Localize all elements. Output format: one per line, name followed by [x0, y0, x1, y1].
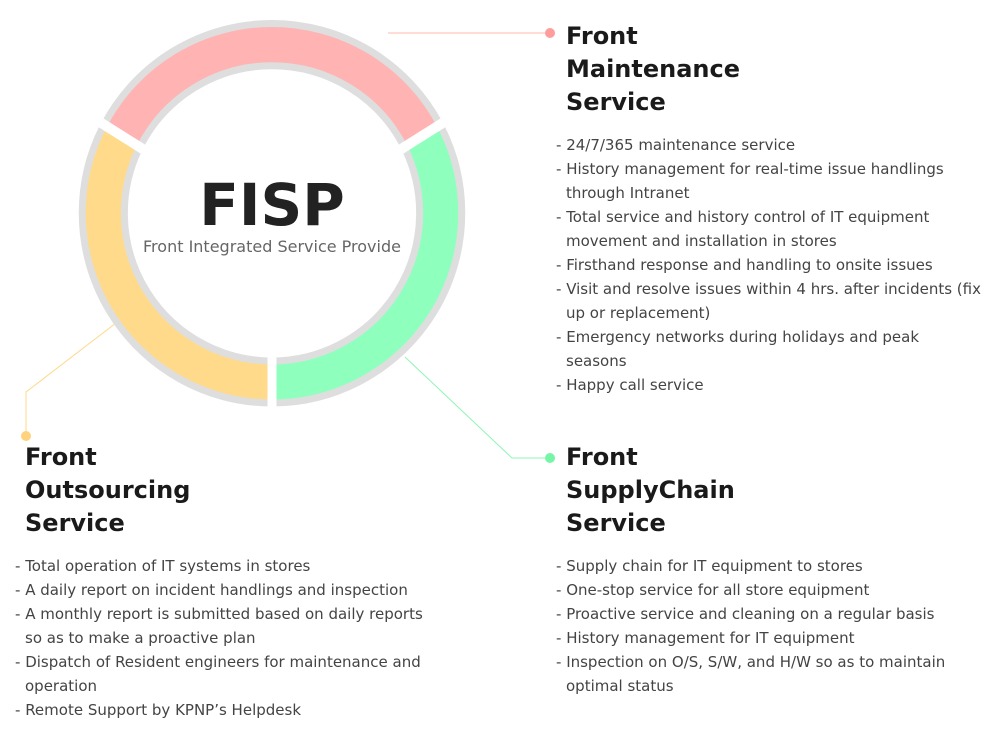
list-item: Total operation of IT systems in stores	[15, 554, 425, 578]
maintenance-title: Front Maintenance Service	[566, 20, 981, 119]
maintenance-title-line: Maintenance	[566, 55, 741, 83]
ring-segment-supplychain	[268, 121, 466, 407]
list-item: Supply chain for IT equipment to stores	[556, 554, 981, 578]
maintenance-section: Front Maintenance Service 24/7/365 maint…	[566, 20, 981, 397]
maintenance-title-line: Front	[566, 22, 638, 50]
list-item: Emergency networks during holidays and p…	[556, 325, 981, 373]
supplychain-title-line: SupplyChain	[566, 476, 735, 504]
list-item: Total service and history control of IT …	[556, 205, 981, 253]
outsourcing-connector-dot	[21, 431, 31, 441]
maintenance-list: 24/7/365 maintenance service History man…	[556, 133, 981, 397]
list-item: Happy call service	[556, 373, 981, 397]
supplychain-section: Front SupplyChain Service Supply chain f…	[566, 441, 981, 698]
ring-segment-maintenance	[100, 19, 444, 152]
list-item: A monthly report is submitted based on d…	[15, 602, 425, 650]
list-item: Inspection on O/S, S/W, and H/W so as to…	[556, 650, 981, 698]
center-title: FISP	[199, 171, 344, 239]
outsourcing-title-line: Front	[25, 443, 97, 471]
list-item: 24/7/365 maintenance service	[556, 133, 981, 157]
list-item: Proactive service and cleaning on a regu…	[556, 602, 981, 626]
outsourcing-title-line: Service	[25, 509, 125, 537]
list-item: A daily report on incident handlings and…	[15, 578, 425, 602]
list-item: Remote Support by KPNP’s Helpdesk	[15, 698, 425, 722]
list-item: History management for IT equipment	[556, 626, 981, 650]
supplychain-list: Supply chain for IT equipment to stores …	[556, 554, 981, 698]
center-subtitle: Front Integrated Service Provide	[143, 237, 401, 256]
supplychain-title-line: Service	[566, 509, 666, 537]
list-item: Visit and resolve issues within 4 hrs. a…	[556, 277, 981, 325]
supplychain-connector-dot	[545, 453, 555, 463]
outsourcing-list: Total operation of IT systems in stores …	[15, 554, 425, 722]
list-item: Firsthand response and handling to onsit…	[556, 253, 981, 277]
list-item: Dispatch of Resident engineers for maint…	[15, 650, 425, 698]
ring-gap-left	[92, 114, 152, 158]
outsourcing-title-line: Outsourcing	[25, 476, 191, 504]
maintenance-title-line: Service	[566, 88, 666, 116]
ring-segment-outsourcing	[78, 121, 276, 407]
maintenance-connector-dot	[545, 28, 555, 38]
supplychain-title-line: Front	[566, 443, 638, 471]
outsourcing-connector-line	[25, 322, 117, 436]
outsourcing-title: Front Outsourcing Service	[25, 441, 425, 540]
supplychain-title: Front SupplyChain Service	[566, 441, 981, 540]
supplychain-connector-line	[404, 356, 550, 459]
list-item: One-stop service for all store equipment	[556, 578, 981, 602]
ring-gap-right	[392, 114, 452, 158]
outsourcing-section: Front Outsourcing Service Total operatio…	[25, 441, 425, 722]
list-item: History management for real-time issue h…	[556, 157, 981, 205]
